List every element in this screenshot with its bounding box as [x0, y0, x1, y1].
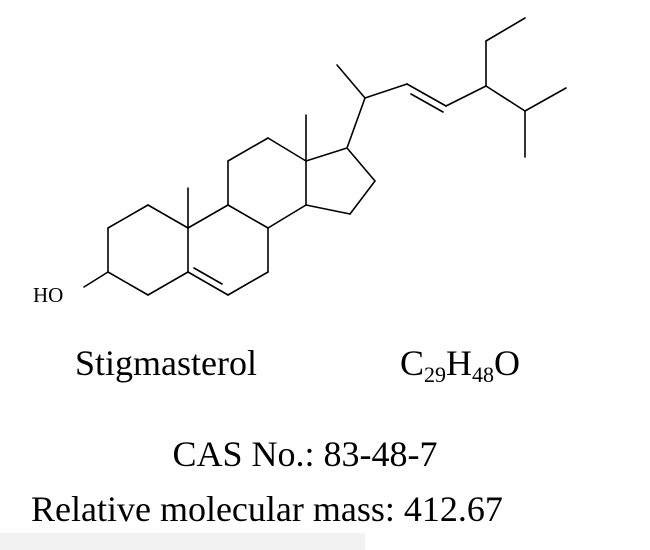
bond [147, 204, 189, 229]
bond [227, 271, 269, 296]
bond [305, 204, 351, 215]
compound-name: Stigmasterol [75, 343, 257, 383]
formula-carbon-count: 29 [424, 362, 447, 387]
cas-number: CAS No.: 83-48-7 [172, 434, 438, 474]
bond [485, 85, 526, 112]
double-bond-c22-c23 [410, 93, 444, 113]
stigmasterol-structure: HO [33, 17, 567, 307]
bond [267, 204, 307, 229]
ring-c [227, 137, 307, 229]
bond [107, 271, 149, 296]
bond [227, 137, 269, 162]
ring-d [305, 147, 376, 215]
molecular-mass: Relative molecular mass: 412.67 [31, 489, 503, 529]
bond [349, 180, 376, 215]
double-bond-c5-c6 [193, 267, 223, 285]
bond [445, 85, 487, 107]
hydroxyl-bond [83, 271, 109, 288]
ethyl-terminal [485, 17, 526, 42]
side-chain [336, 17, 567, 158]
bond [364, 83, 408, 99]
bond [107, 204, 149, 229]
formula-hydrogen-count: 48 [472, 362, 495, 387]
bond [267, 137, 307, 162]
methyl-c21 [336, 64, 366, 99]
hydroxyl-label: HO [33, 283, 63, 307]
formula-hydrogen: H [446, 343, 473, 383]
bond [187, 271, 229, 296]
bond [187, 204, 229, 229]
formula-oxygen: O [494, 343, 521, 383]
bond [227, 204, 269, 229]
bond [346, 147, 376, 182]
bond [406, 83, 447, 107]
ring-b [187, 204, 269, 296]
bond [346, 97, 366, 149]
bottom-band [0, 533, 365, 550]
bond [305, 147, 348, 162]
isopropyl-methyl [524, 87, 567, 112]
molecular-formula: C29H48O [400, 342, 521, 387]
formula-carbon: C [400, 343, 425, 383]
ring-a [107, 204, 189, 296]
bond [147, 271, 189, 296]
